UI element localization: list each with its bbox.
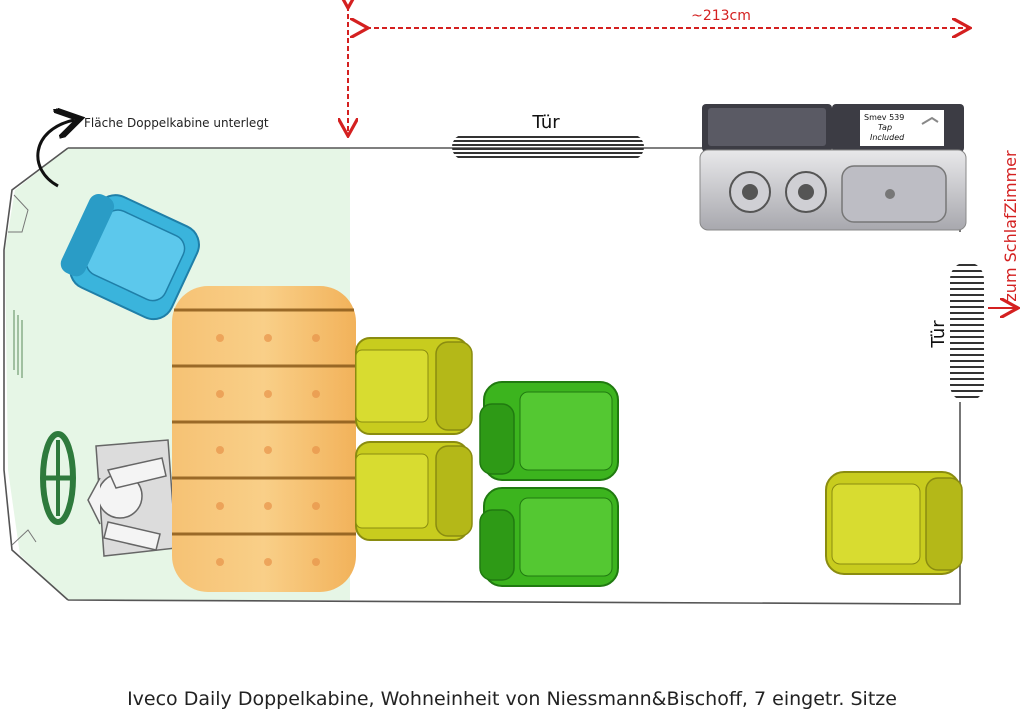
sink-label-1: Smev 539 xyxy=(864,113,904,122)
sink-label-3: Included xyxy=(870,133,905,142)
exit-label: zum SchlafZimmer xyxy=(1001,150,1020,302)
door-top xyxy=(452,134,644,160)
steering-wheel-icon xyxy=(40,431,76,525)
door-right xyxy=(950,262,984,402)
door-top-label: Tür xyxy=(531,112,560,133)
seat-yellow-1 xyxy=(355,337,473,435)
seat-green-1 xyxy=(479,381,619,481)
caption: Iveco Daily Doppelkabine, Wohneinheit vo… xyxy=(127,688,897,710)
width-label: ~213cm xyxy=(691,8,751,24)
sink-label-2: Tap xyxy=(878,123,892,132)
seat-blue xyxy=(60,193,200,321)
seat-green-2 xyxy=(479,487,619,587)
seat-yellow-2 xyxy=(355,441,473,541)
table xyxy=(172,286,356,592)
curved-arrow-icon xyxy=(36,120,74,188)
cooker-sink-icon: Smev 539 Tap Included xyxy=(699,104,967,231)
seat-yellow-3 xyxy=(825,471,963,575)
door-right-label: Tür xyxy=(928,320,949,349)
windshield-lines xyxy=(13,310,23,378)
cab-note: Fläche Doppelkabine unterlegt xyxy=(84,116,269,130)
driver-figure-icon xyxy=(87,439,177,557)
